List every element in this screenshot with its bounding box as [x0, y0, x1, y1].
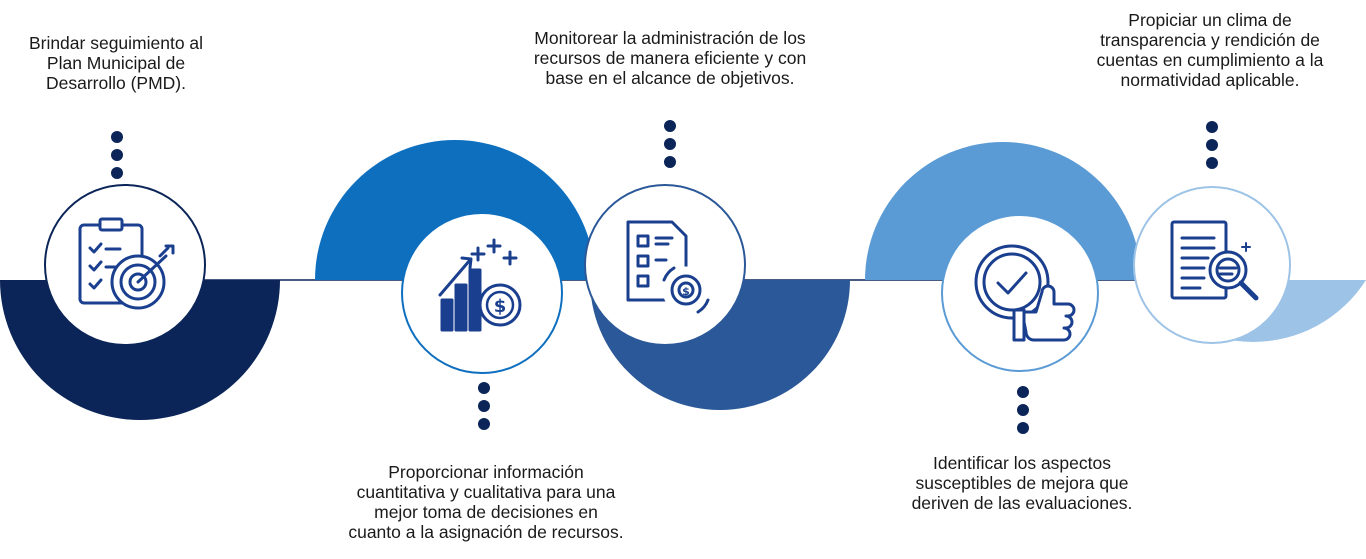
caption-line: Propiciar un clima de — [1128, 10, 1292, 30]
caption-line: Monitorear la administración de los — [534, 28, 806, 48]
caption-step-1: Brindar seguimiento al Plan Municipal de… — [0, 33, 232, 93]
caption-line: Brindar seguimiento al — [28, 33, 204, 53]
caption-line: mejor toma de decisiones en — [374, 502, 598, 522]
caption-line: cuentas en cumplimiento a la — [1096, 50, 1324, 70]
badge-3 — [584, 184, 746, 346]
caption-line: cuanto a la asignación de recursos. — [348, 522, 624, 542]
caption-line: susceptibles de mejora que — [915, 473, 1129, 493]
document-magnifier-icon — [1170, 220, 1259, 301]
svg-text:$: $ — [682, 285, 690, 298]
caption-step-5: Propiciar un clima de transparencia y re… — [1060, 10, 1360, 90]
dots-step-2 — [478, 382, 490, 430]
dots-step-1 — [111, 131, 123, 179]
clipboard-target-icon — [78, 217, 175, 310]
svg-text:$: $ — [494, 296, 507, 317]
thumbs-up-check-icon — [974, 244, 1076, 342]
caption-step-3: Monitorear la administración de los recu… — [494, 28, 846, 88]
caption-line: base en el alcance de objetivos. — [545, 68, 795, 88]
badge-2 — [401, 212, 563, 374]
checklist-gear-icon: $ — [626, 220, 710, 314]
caption-step-4: Identificar los aspectos susceptibles de… — [872, 453, 1172, 513]
caption-line: normatividad aplicable. — [1120, 70, 1300, 90]
caption-line: Desarrollo (PMD). — [45, 73, 187, 93]
caption-line: recursos de manera eficiente y con — [533, 48, 807, 68]
dots-step-4 — [1017, 386, 1029, 434]
caption-line: Proporcionar información — [388, 462, 584, 482]
caption-line: deriven de las evaluaciones. — [911, 493, 1133, 513]
caption-line: cuantitativa y cualitativa para una — [356, 482, 616, 502]
growth-chart-money-icon: $ — [438, 238, 522, 332]
dots-step-3 — [664, 120, 676, 168]
dots-step-5 — [1206, 121, 1218, 169]
caption-line: Identificar los aspectos — [932, 453, 1111, 473]
badge-4 — [941, 214, 1099, 372]
caption-step-2: Proporcionar información cuantitativa y … — [300, 462, 672, 542]
caption-line: Plan Municipal de — [46, 53, 186, 73]
caption-line: transparencia y rendición de — [1100, 30, 1320, 50]
